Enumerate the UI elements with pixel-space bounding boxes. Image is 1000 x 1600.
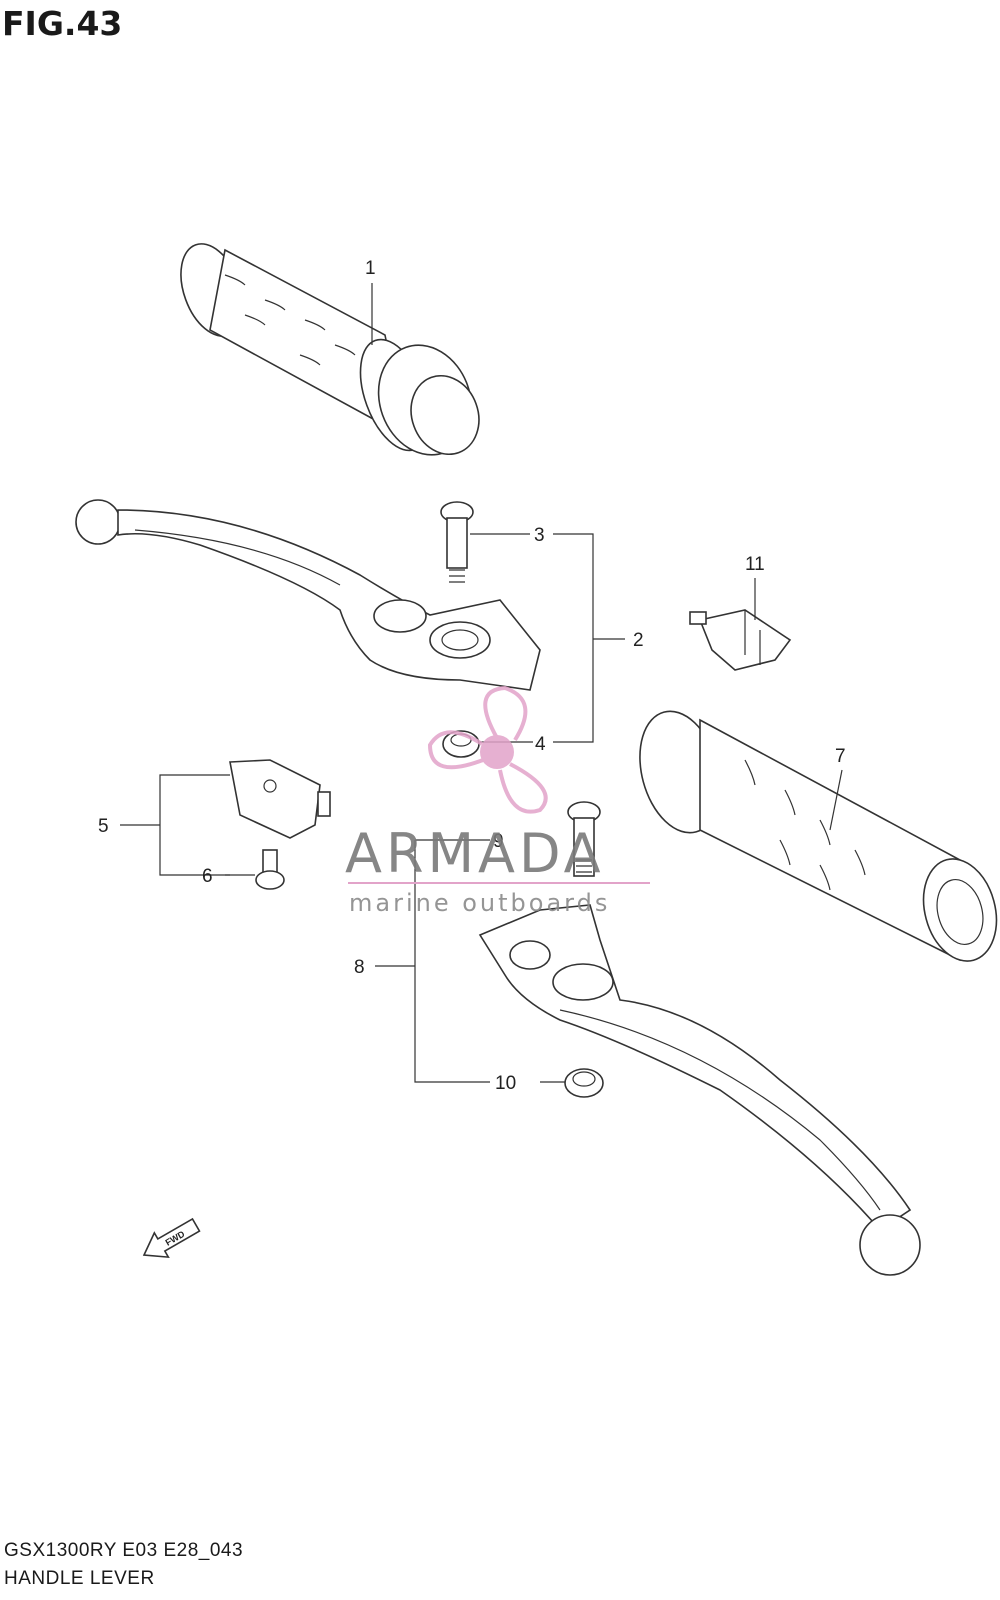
watermark-propeller-icon — [427, 685, 548, 814]
callout-3: 3 — [534, 525, 545, 546]
callout-9: 9 — [493, 831, 504, 852]
callout-6: 6 — [202, 866, 213, 887]
part-1-left-grip — [180, 243, 480, 456]
part-5-front-stop-switch — [229, 759, 331, 839]
figure-title: FIG.43 — [2, 4, 123, 43]
callout-4: 4 — [535, 734, 546, 755]
callout-5: 5 — [98, 816, 109, 837]
part-9-pivot-bolt — [567, 801, 601, 877]
part-11-lever-switch — [689, 609, 792, 671]
part-6-screw — [255, 849, 285, 890]
callout-8: 8 — [354, 957, 365, 978]
callout-2: 2 — [633, 630, 644, 651]
watermark-brand-name: ARMADA — [345, 822, 605, 885]
figure-name: HANDLE LEVER — [4, 1568, 155, 1589]
watermark-divider — [348, 882, 650, 884]
leader-lines — [120, 283, 843, 1083]
part-8-clutch-lever — [478, 904, 921, 1276]
callout-numbers: 1 2 3 4 5 6 7 8 9 10 11 — [98, 258, 846, 1094]
callout-7: 7 — [835, 746, 846, 767]
part-3-pivot-bolt — [440, 501, 474, 583]
watermark-tagline: marine outboards — [349, 889, 611, 917]
fwd-direction-arrow: FWD — [142, 1217, 201, 1259]
part-7-right-grip — [639, 710, 998, 962]
part-2-brake-lever — [75, 499, 541, 691]
part-10-nut — [564, 1068, 604, 1098]
callout-1: 1 — [365, 258, 376, 279]
figure-model-code: GSX1300RY E03 E28_043 — [4, 1540, 244, 1561]
callout-10: 10 — [495, 1073, 516, 1094]
callout-11: 11 — [745, 554, 765, 575]
